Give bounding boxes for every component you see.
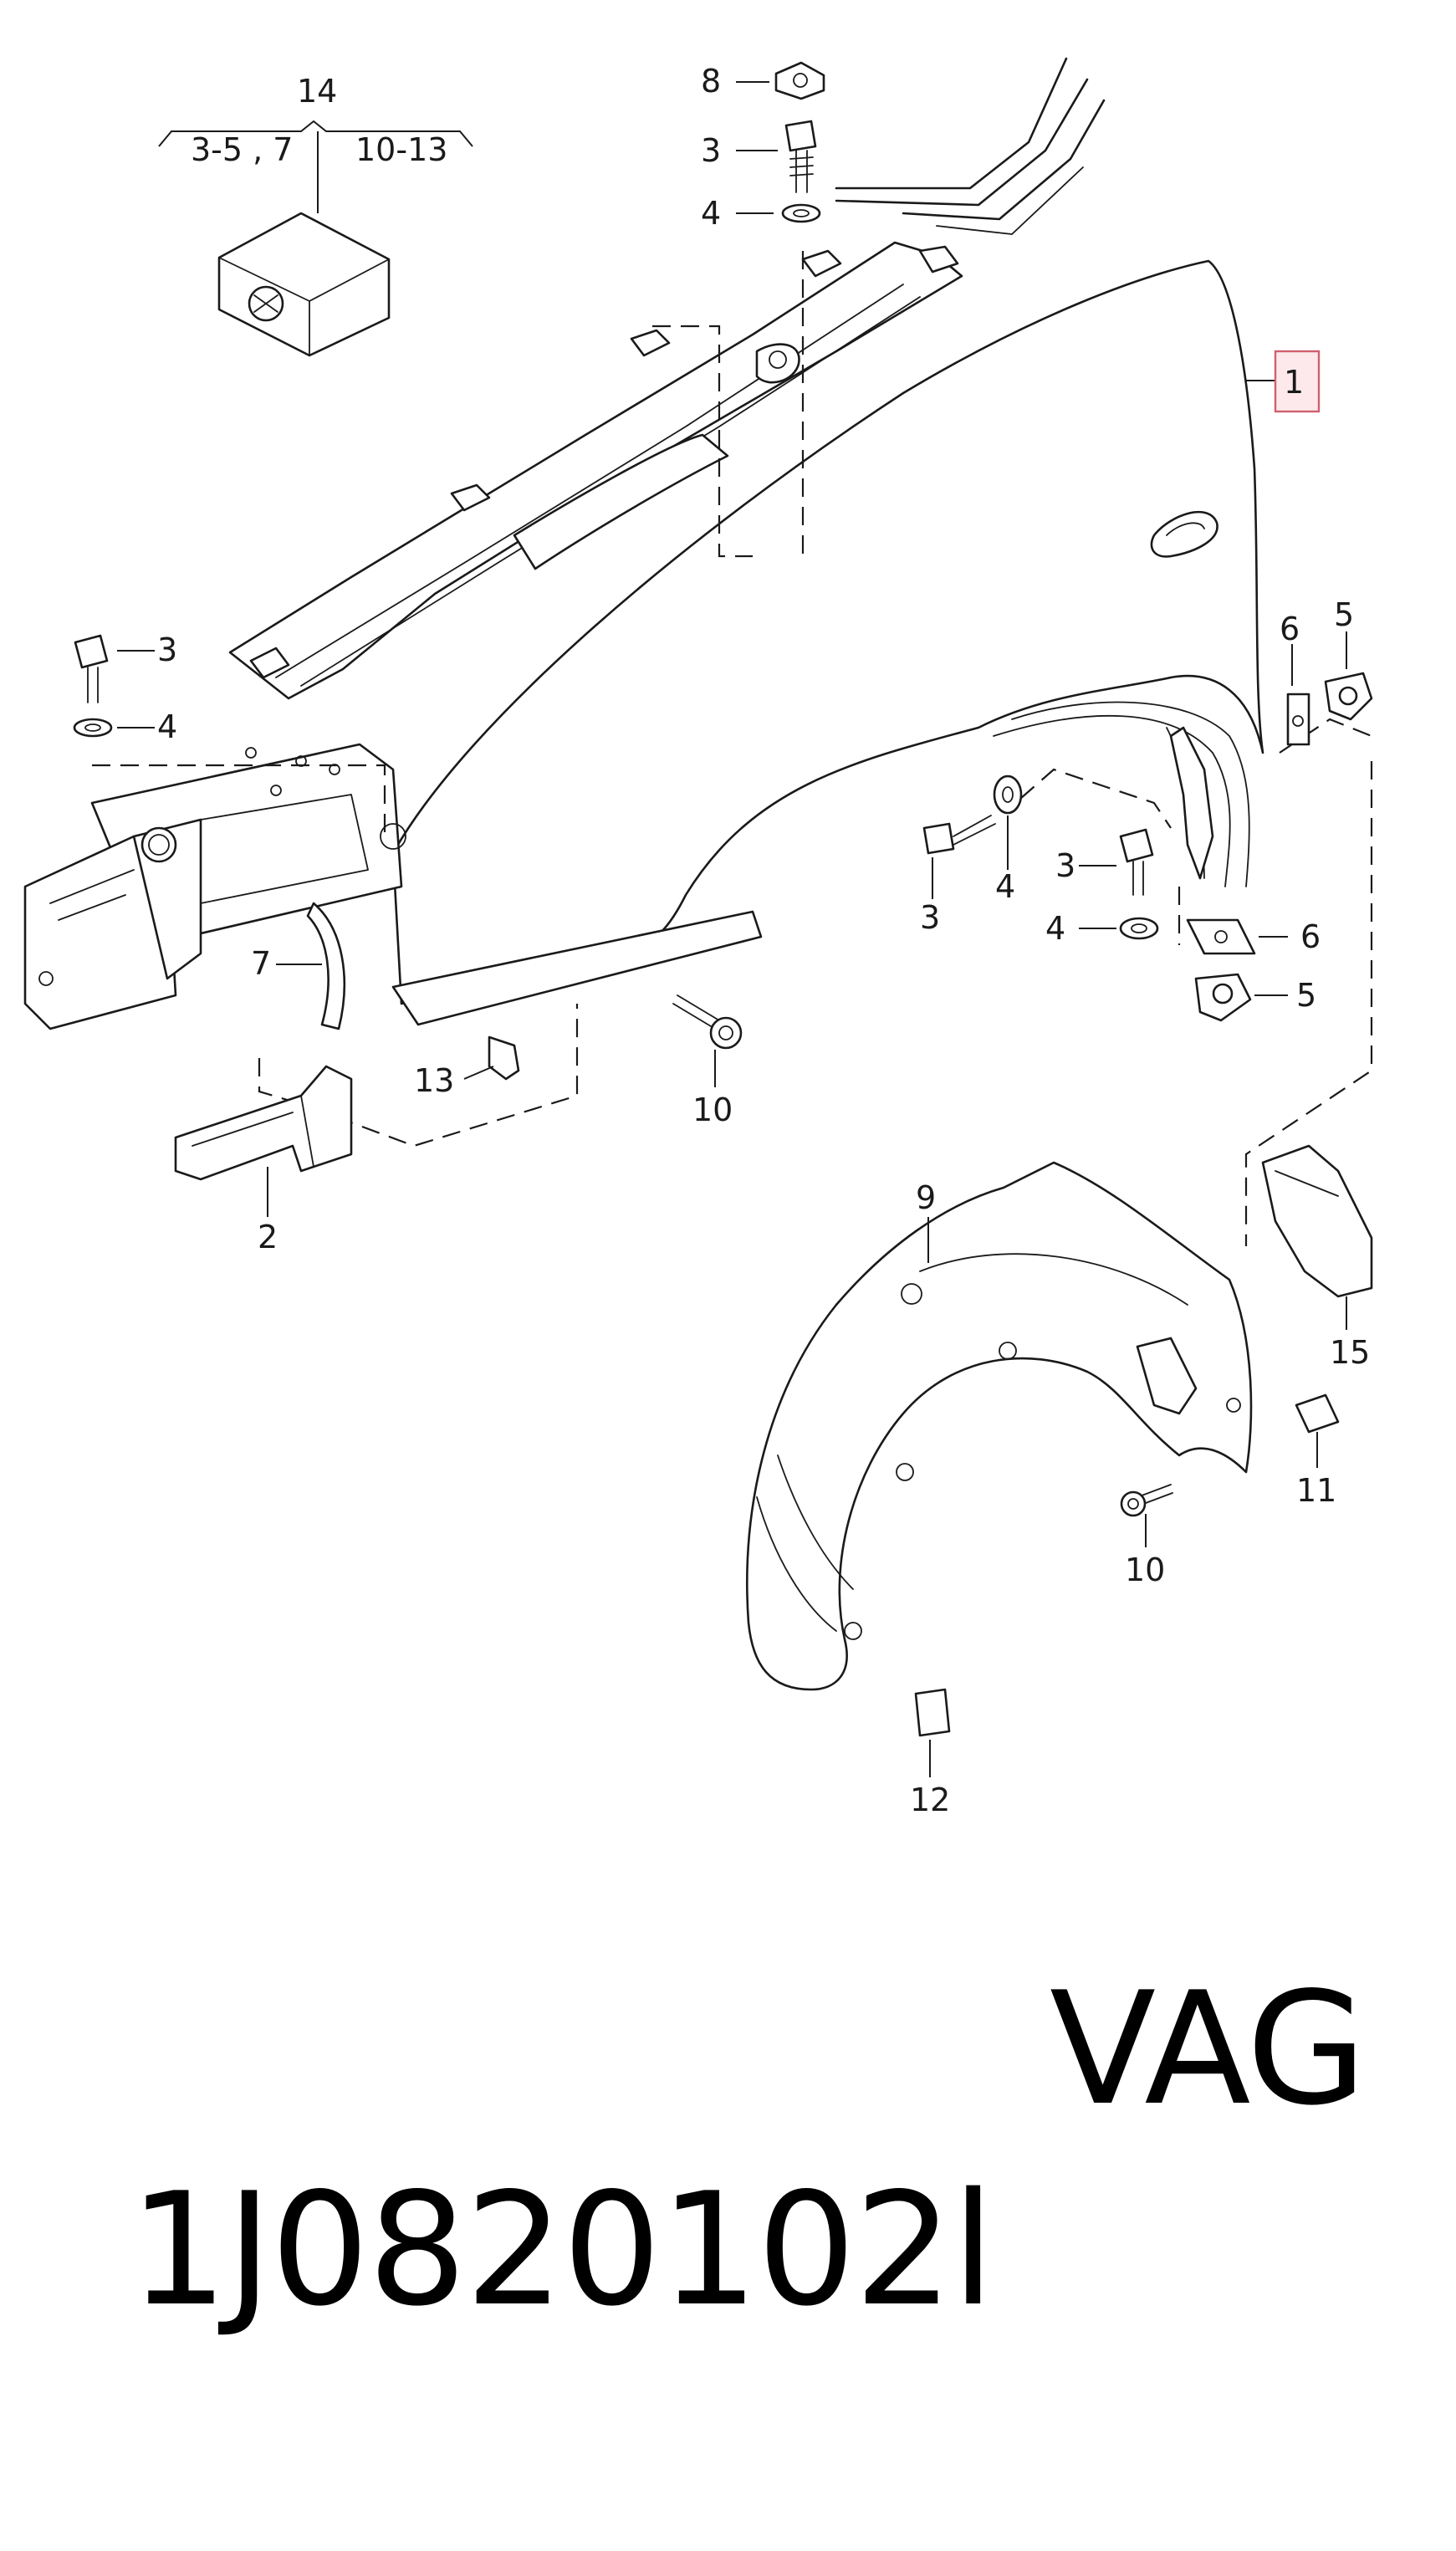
callout-14-left: 3-5 , 7 [191, 131, 293, 168]
callout-2: 2 [258, 1219, 278, 1255]
callout-13: 13 [414, 1062, 454, 1099]
front-side-member [23, 743, 406, 1030]
callout-6-top: 6 [1280, 611, 1300, 647]
part-number: 1J0820102l [129, 2159, 994, 2340]
callout-1-highlight [1274, 350, 1321, 413]
callout-3-right: 3 [1055, 847, 1075, 884]
part-7-seal-strip [276, 902, 346, 1030]
callout-12: 12 [910, 1782, 950, 1818]
clip-and-screw [463, 994, 743, 1087]
assembly-dashed-lines [92, 251, 1373, 1246]
part-15-reinforcement [1261, 1144, 1373, 1330]
callout-7: 7 [251, 945, 271, 982]
callout-1: 1 [1284, 364, 1304, 401]
callout-3-mid: 3 [920, 899, 940, 936]
callout-9: 9 [916, 1179, 936, 1216]
part-9-wheel-arch-liner [746, 1161, 1253, 1691]
callout-4-top: 4 [701, 195, 721, 232]
callout-10-bottom: 10 [1125, 1552, 1165, 1588]
callout-15: 15 [1330, 1334, 1370, 1371]
callout-3-top: 3 [701, 132, 721, 169]
callout-labels: 1 14 3-5 , 7 10-13 8 3 4 3 4 6 5 4 3 3 4… [157, 63, 1370, 1818]
callout-4-mid: 4 [995, 868, 1015, 905]
callout-4-left: 4 [157, 708, 177, 745]
brand-name: VAG [1050, 1958, 1367, 2139]
part-14-bracket-kit [158, 120, 473, 357]
callout-10-top: 10 [692, 1091, 733, 1128]
callout-4-right: 4 [1045, 910, 1065, 947]
top-fasteners [736, 61, 825, 223]
part-2-bracket [174, 1065, 353, 1217]
left-fasteners [73, 634, 155, 738]
callout-14-right: 10-13 [355, 131, 447, 168]
callout-3-left: 3 [157, 631, 177, 668]
callout-11: 11 [1296, 1472, 1336, 1509]
wing-support-rail [228, 241, 963, 700]
right-fasteners [922, 631, 1373, 1022]
part-number-caption: 1J0820102l VAG [33, 1949, 1422, 2340]
parts-diagram: 1 14 3-5 , 7 10-13 8 3 4 3 4 6 5 4 3 3 4… [23, 57, 1373, 1818]
callout-6-bottom: 6 [1300, 918, 1321, 955]
a-pillar-outline [835, 57, 1106, 235]
callout-8: 8 [701, 63, 721, 100]
callout-14: 14 [297, 73, 337, 110]
liner-fasteners [914, 1393, 1340, 1777]
callout-5-bottom: 5 [1296, 977, 1316, 1014]
callout-5-top: 5 [1334, 596, 1354, 633]
wing-fender [391, 259, 1288, 1026]
